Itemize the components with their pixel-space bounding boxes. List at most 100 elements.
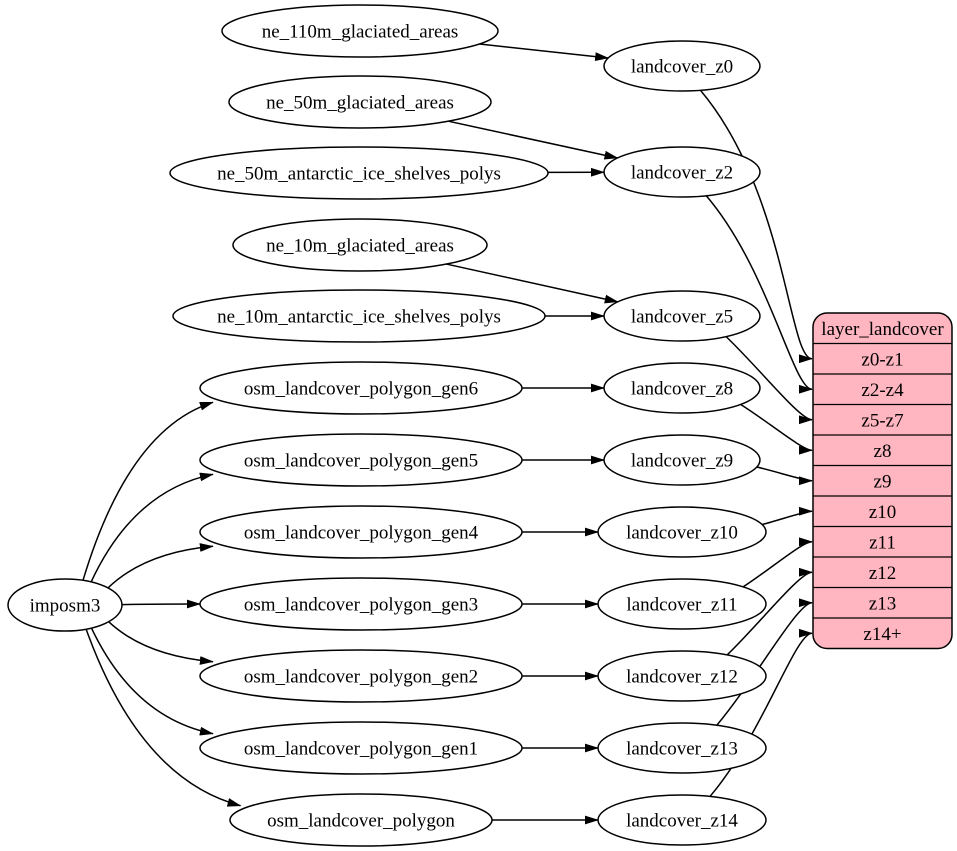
- table-row-z8: z8: [874, 441, 892, 462]
- edge-landcover_z8--layer_landcover-z8: [740, 403, 813, 455]
- node-landcover_z0: landcover_z0: [603, 40, 761, 92]
- node-ellipse: [199, 649, 523, 703]
- edge-landcover_z10--layer_landcover-z10: [761, 506, 813, 526]
- node-ellipse: [199, 505, 523, 559]
- node-ellipse: [221, 4, 499, 58]
- table-row-z2-z4: z2-z4: [861, 380, 904, 401]
- node-label: imposm3: [30, 596, 101, 617]
- node-ellipse: [597, 722, 767, 774]
- node-label: landcover_z14: [626, 811, 738, 832]
- node-label: landcover_z12: [626, 667, 738, 688]
- node-ellipse: [603, 434, 761, 486]
- node-ellipse: [199, 721, 523, 775]
- node-osm_landcover_polygon_gen4: osm_landcover_polygon_gen4: [199, 505, 523, 559]
- edge-landcover_z11--layer_landcover-z11: [742, 537, 813, 588]
- node-landcover_z10: landcover_z10: [597, 506, 767, 558]
- nodes-layer: imposm3 ne_110m_glaciated_areas ne_50m_gla…: [7, 4, 767, 847]
- node-label: landcover_z10: [626, 523, 738, 544]
- node-osm_landcover_polygon_gen5: osm_landcover_polygon_gen5: [199, 433, 523, 487]
- node-label: osm_landcover_polygon_gen5: [244, 451, 478, 472]
- node-ne_50m_antarctic_ice_shelves_polys: ne_50m_antarctic_ice_shelves_polys: [169, 146, 549, 200]
- edge-landcover_z13--layer_landcover-z13: [716, 598, 813, 726]
- node-ellipse: [229, 793, 493, 847]
- edge-imposm3--osm_landcover_polygon_gen3: [121, 599, 201, 609]
- node-landcover_z9: landcover_z9: [603, 434, 761, 486]
- edge-imposm3--osm_landcover_polygon: [85, 628, 242, 807]
- node-osm_landcover_polygon: osm_landcover_polygon: [229, 793, 493, 847]
- edge-imposm3--osm_landcover_polygon_gen2: [108, 621, 214, 665]
- node-ellipse: [232, 218, 488, 272]
- node-ellipse: [597, 578, 767, 630]
- node-imposm3: imposm3: [7, 578, 123, 632]
- node-label: osm_landcover_polygon_gen4: [244, 523, 479, 544]
- node-ne_10m_glaciated_areas: ne_10m_glaciated_areas: [232, 218, 488, 272]
- node-label: landcover_z13: [626, 739, 738, 760]
- table-row-z13: z13: [869, 593, 896, 614]
- table-layer-landcover: layer_landcoverz0-z1z2-z4z5-z7z8z9z10z11…: [812, 312, 953, 650]
- node-label: landcover_z0: [631, 57, 733, 78]
- node-label: osm_landcover_polygon_gen1: [244, 739, 478, 760]
- node-ne_10m_antarctic_ice_shelves_polys: ne_10m_antarctic_ice_shelves_polys: [172, 289, 546, 343]
- table-row-z10: z10: [869, 502, 896, 523]
- edge-imposm3--osm_landcover_polygon_gen5: [90, 472, 214, 583]
- node-osm_landcover_polygon_gen3: osm_landcover_polygon_gen3: [199, 577, 523, 631]
- node-label: osm_landcover_polygon: [267, 811, 455, 832]
- node-landcover_z12: landcover_z12: [597, 650, 767, 702]
- table-row-z14+: z14+: [863, 624, 901, 645]
- node-label: landcover_z5: [631, 307, 733, 328]
- node-ellipse: [603, 40, 761, 92]
- node-label: ne_50m_glaciated_areas: [266, 93, 454, 114]
- node-landcover_z8: landcover_z8: [603, 362, 761, 414]
- node-ellipse: [603, 146, 761, 198]
- edge-landcover_z12--layer_landcover-z12: [726, 567, 813, 656]
- node-osm_landcover_polygon_gen6: osm_landcover_polygon_gen6: [199, 361, 523, 415]
- edge-landcover_z14--layer_landcover-z14+: [709, 628, 813, 797]
- node-label: ne_110m_glaciated_areas: [262, 22, 459, 43]
- node-landcover_z11: landcover_z11: [597, 578, 767, 630]
- node-osm_landcover_polygon_gen2: osm_landcover_polygon_gen2: [199, 649, 523, 703]
- node-landcover_z2: landcover_z2: [603, 146, 761, 198]
- edges-layer: [82, 43, 813, 825]
- edge-landcover_z5--layer_landcover-z5-z7: [725, 336, 813, 425]
- node-osm_landcover_polygon_gen1: osm_landcover_polygon_gen1: [199, 721, 523, 775]
- node-landcover_z14: landcover_z14: [597, 794, 767, 846]
- table-row-z12: z12: [869, 563, 896, 584]
- edge-ne_110m_glaciated_areas--landcover_z0: [479, 43, 610, 61]
- table-title: layer_landcover: [821, 319, 944, 340]
- edge-ne_50m_glaciated_areas--landcover_z2: [448, 120, 619, 160]
- node-label: ne_10m_antarctic_ice_shelves_polys: [217, 307, 501, 328]
- node-ellipse: [169, 146, 549, 200]
- node-label: ne_10m_glaciated_areas: [266, 236, 454, 257]
- node-landcover_z5: landcover_z5: [603, 290, 761, 342]
- edge-landcover_z9--layer_landcover-z9: [756, 466, 813, 486]
- node-ellipse: [597, 794, 767, 846]
- table-row-z0-z1: z0-z1: [861, 349, 903, 370]
- node-label: landcover_z8: [631, 379, 733, 400]
- edge-imposm3--osm_landcover_polygon_gen1: [90, 627, 214, 736]
- node-ellipse: [228, 75, 492, 129]
- node-ellipse: [199, 361, 523, 415]
- edge-landcover_z0--layer_landcover-z0-z1: [699, 89, 813, 364]
- node-ellipse: [199, 433, 523, 487]
- edge-imposm3--osm_landcover_polygon_gen6: [82, 401, 214, 581]
- node-ellipse: [199, 577, 523, 631]
- table-row-z9: z9: [874, 471, 892, 492]
- node-ellipse: [7, 578, 123, 632]
- edge-landcover_z2--layer_landcover-z2-z4: [705, 195, 813, 394]
- node-label: osm_landcover_polygon_gen6: [244, 379, 478, 400]
- node-label: osm_landcover_polygon_gen3: [244, 595, 478, 616]
- node-ellipse: [597, 650, 767, 702]
- table-outline: [812, 312, 953, 650]
- table-row-z11: z11: [869, 532, 896, 553]
- node-ne_50m_glaciated_areas: ne_50m_glaciated_areas: [228, 75, 492, 129]
- node-label: osm_landcover_polygon_gen2: [244, 667, 478, 688]
- node-label: landcover_z11: [626, 595, 737, 616]
- node-ellipse: [603, 290, 761, 342]
- edge-ne_10m_glaciated_areas--landcover_z5: [446, 263, 619, 304]
- node-ne_110m_glaciated_areas: ne_110m_glaciated_areas: [221, 4, 499, 58]
- edge-imposm3--osm_landcover_polygon_gen4: [107, 543, 214, 589]
- node-ellipse: [172, 289, 546, 343]
- node-ellipse: [603, 362, 761, 414]
